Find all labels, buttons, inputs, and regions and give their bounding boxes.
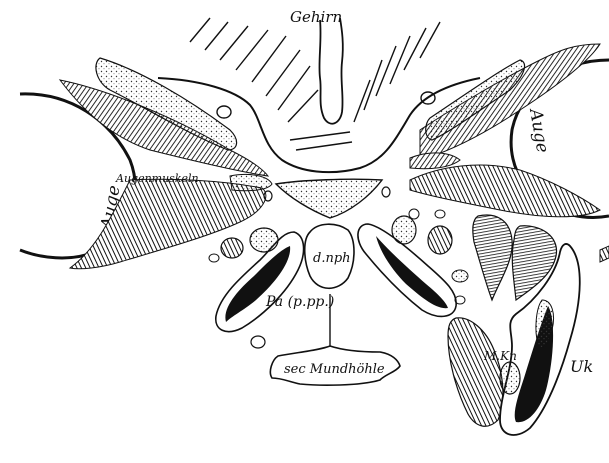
nasopharynx-duct: d.nph — [305, 224, 354, 288]
label-gehirn: Gehirn — [290, 8, 342, 26]
label-mkn: M.Kn — [483, 349, 517, 363]
label-dnph: d.nph — [313, 251, 351, 266]
label-auge-right: Auge — [525, 105, 553, 154]
label-uk: Uk — [570, 357, 593, 376]
central-dotted-triangle — [264, 179, 390, 218]
label-augenmuskeln: Augenmuskeln — [115, 172, 199, 185]
label-pa: Pa (p.pp.) — [265, 294, 334, 310]
left-eye-muscles: Augenmuskeln — [60, 58, 272, 269]
label-mundhoehle: sec Mundhöhle — [284, 362, 385, 377]
